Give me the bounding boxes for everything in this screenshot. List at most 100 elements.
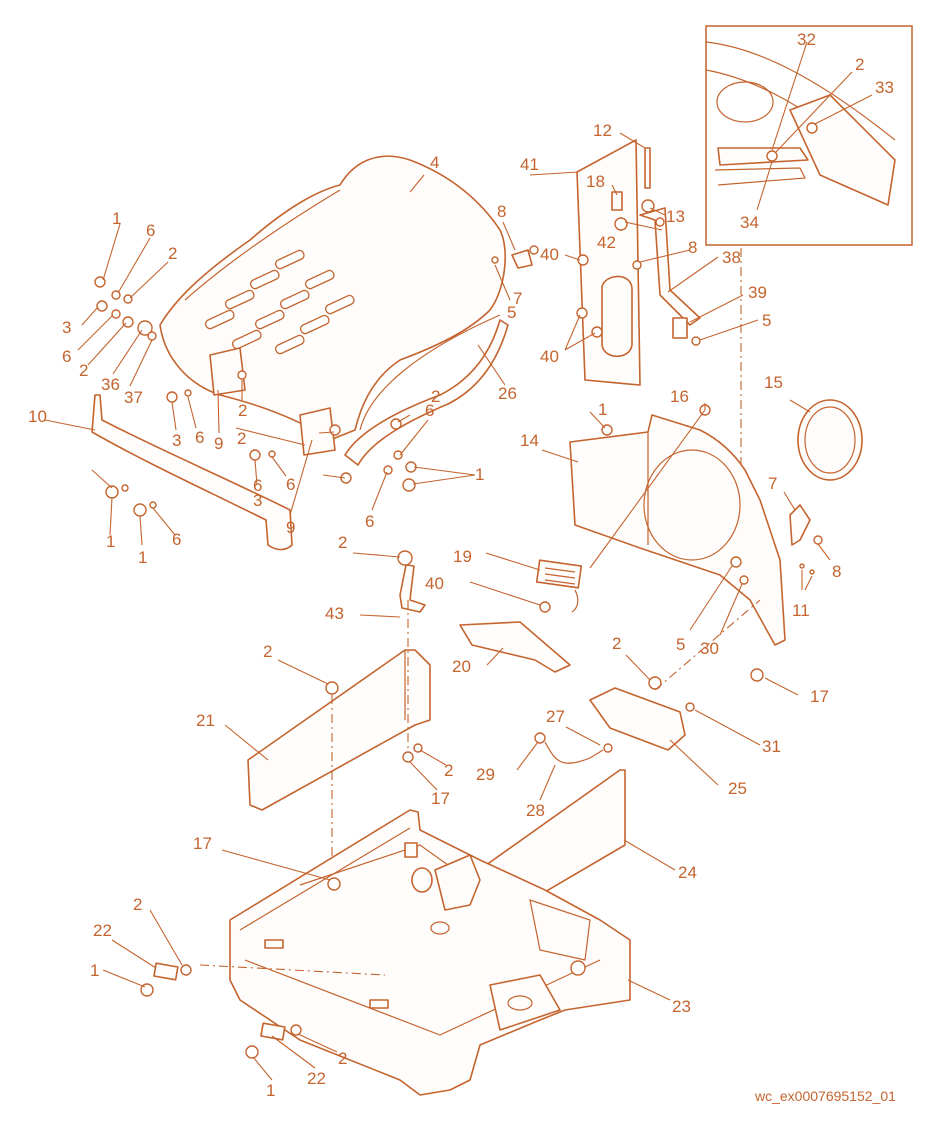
callout-33: 33 xyxy=(875,78,894,97)
callout-2: 2 xyxy=(338,1049,347,1068)
callout-17: 17 xyxy=(431,789,450,808)
callout-2: 2 xyxy=(263,642,272,661)
callout-3: 3 xyxy=(253,491,262,510)
centerline-5 xyxy=(199,964,386,976)
callout-40: 40 xyxy=(425,574,444,593)
callout-6: 6 xyxy=(425,401,434,420)
callout-30: 30 xyxy=(700,639,719,658)
callout-2: 2 xyxy=(133,895,142,914)
callout-37: 37 xyxy=(124,388,143,407)
callout-1: 1 xyxy=(112,209,121,228)
callout-1: 1 xyxy=(475,465,484,484)
callout-6: 6 xyxy=(172,530,181,549)
callout-15: 15 xyxy=(764,373,783,392)
callout-12: 12 xyxy=(593,121,612,140)
callout-2: 2 xyxy=(237,429,246,448)
callout-2: 2 xyxy=(855,55,864,74)
callout-numbers: 32 2 33 34 12 41 18 13 42 40 8 38 39 5 4… xyxy=(28,30,894,1100)
callout-2: 2 xyxy=(168,244,177,263)
hood-vent-slots xyxy=(204,249,355,355)
callout-17: 17 xyxy=(810,687,829,706)
callout-7: 7 xyxy=(768,474,777,493)
callout-6: 6 xyxy=(286,475,295,494)
callout-5: 5 xyxy=(762,311,771,330)
callout-8: 8 xyxy=(688,238,697,257)
callout-11: 11 xyxy=(792,601,810,620)
callout-7: 7 xyxy=(513,289,522,308)
small-bracket xyxy=(399,564,426,613)
callout-28: 28 xyxy=(526,801,545,820)
side-trim xyxy=(344,319,509,466)
callout-9: 9 xyxy=(214,434,223,453)
callout-1: 1 xyxy=(598,400,607,419)
centerline-4 xyxy=(654,599,761,691)
callout-6: 6 xyxy=(365,512,374,531)
callout-39: 39 xyxy=(748,283,767,302)
callout-25: 25 xyxy=(728,779,747,798)
callout-2: 2 xyxy=(338,533,347,552)
callout-43: 43 xyxy=(325,604,344,623)
callout-3: 3 xyxy=(62,318,71,337)
callout-9: 9 xyxy=(286,518,295,537)
callout-1: 1 xyxy=(266,1081,275,1100)
callout-2: 2 xyxy=(238,401,247,420)
seal-ring xyxy=(797,399,863,481)
callout-34: 34 xyxy=(740,213,759,232)
callout-41: 41 xyxy=(520,155,539,174)
callout-38: 38 xyxy=(722,248,741,267)
leader-lines xyxy=(44,132,831,1081)
latch-bracket xyxy=(789,504,811,546)
callout-32: 32 xyxy=(797,30,816,49)
callout-16: 16 xyxy=(670,387,689,406)
callout-24: 24 xyxy=(678,863,697,882)
callout-19: 19 xyxy=(453,547,472,566)
drawing-code: wc_ex0007695152_01 xyxy=(754,1088,896,1104)
callout-1: 1 xyxy=(106,532,115,551)
callout-6: 6 xyxy=(195,428,204,447)
callout-40: 40 xyxy=(540,347,559,366)
callout-27: 27 xyxy=(546,707,565,726)
callout-8: 8 xyxy=(497,202,506,221)
callout-2: 2 xyxy=(612,634,621,653)
side-panel-left xyxy=(247,649,431,811)
callout-3: 3 xyxy=(172,431,181,450)
callout-5: 5 xyxy=(507,303,516,322)
callout-4: 4 xyxy=(430,153,439,172)
callout-14: 14 xyxy=(520,431,539,450)
heat-shield xyxy=(459,621,571,673)
callout-22: 22 xyxy=(307,1069,326,1088)
callout-2: 2 xyxy=(444,761,453,780)
callout-31: 31 xyxy=(762,737,781,756)
callout-6: 6 xyxy=(253,476,262,495)
callout-42: 42 xyxy=(597,233,616,252)
callout-20: 20 xyxy=(452,657,471,676)
callout-2: 2 xyxy=(431,387,440,406)
callout-17: 17 xyxy=(193,834,212,853)
callout-29: 29 xyxy=(476,765,495,784)
callout-8: 8 xyxy=(832,562,841,581)
inset-detail xyxy=(705,25,913,246)
callout-26: 26 xyxy=(498,384,517,403)
callout-2: 2 xyxy=(79,361,88,380)
control-column xyxy=(576,139,701,386)
callout-23: 23 xyxy=(672,997,691,1016)
hood xyxy=(159,155,506,456)
callout-13: 13 xyxy=(666,207,685,226)
callout-40: 40 xyxy=(540,245,559,264)
callout-1: 1 xyxy=(90,961,99,980)
regulator xyxy=(535,559,583,613)
callout-10: 10 xyxy=(28,407,47,426)
callout-6: 6 xyxy=(62,347,71,366)
callout-36: 36 xyxy=(101,375,120,394)
hood-latch xyxy=(511,249,533,269)
callout-6: 6 xyxy=(146,221,155,240)
callout-21: 21 xyxy=(196,711,215,730)
bumper-bar xyxy=(91,394,293,551)
mount-plates xyxy=(140,962,302,1059)
hose-bracket xyxy=(534,676,695,764)
callout-18: 18 xyxy=(586,172,605,191)
callout-5: 5 xyxy=(676,635,685,654)
chassis-frame xyxy=(229,809,631,1096)
